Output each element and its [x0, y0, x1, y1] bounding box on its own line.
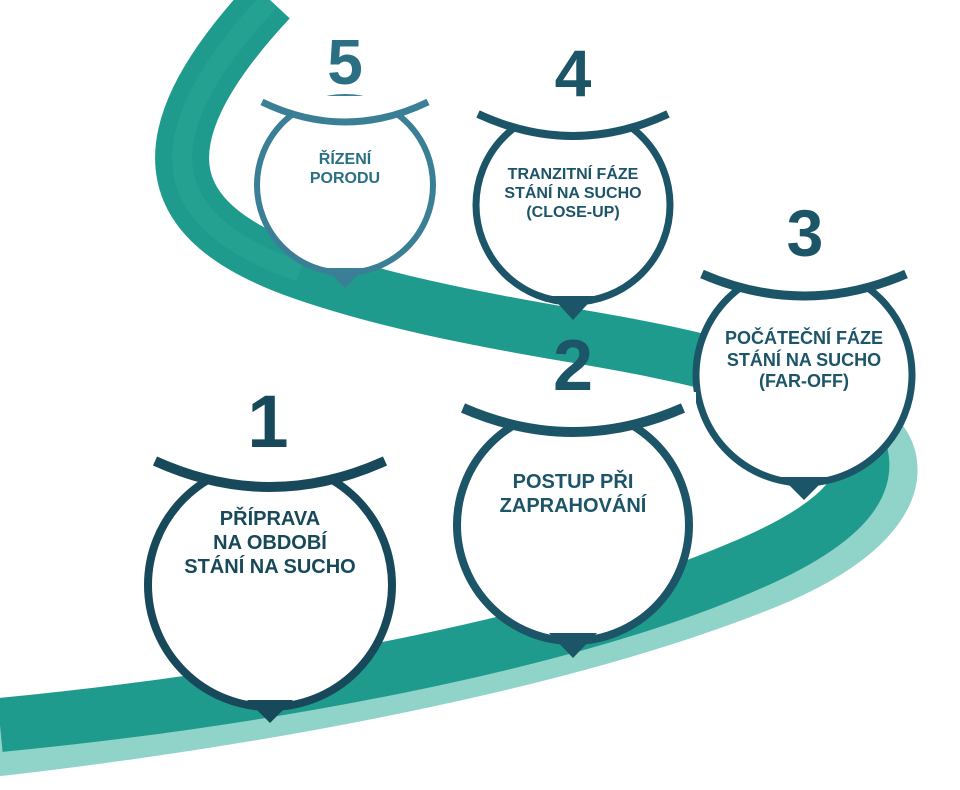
step-2-label: POSTUP PŘI ZAPRAHOVÁNÍ — [463, 470, 683, 518]
step-4-label-line: (CLOSE-UP) — [526, 204, 620, 222]
step-2-number: 2 — [552, 326, 594, 406]
step-4: 4 TRANZITNÍ FÁZE STÁNÍ NA SUCHO (CLOSE-U… — [468, 40, 678, 330]
step-5-number: 5 — [327, 26, 363, 98]
step-2-label-line: ZAPRAHOVÁNÍ — [499, 495, 647, 517]
step-3: 3 POČÁTEČNÍ FÁZE STÁNÍ NA SUCHO (FAR-OFF… — [688, 200, 920, 510]
step-2-marker — [449, 392, 696, 658]
step-3-label-line: (FAR-OFF) — [759, 371, 849, 392]
step-3-label-line: POČÁTEČNÍ FÁZE — [724, 328, 883, 348]
step-4-label-line: STÁNÍ NA SUCHO — [504, 185, 642, 203]
step-1-label-line: STÁNÍ NA SUCHO — [184, 556, 356, 578]
step-4-label-line: TRANZITNÍ FÁZE — [507, 166, 639, 183]
step-5-label-line: ŘÍZENÍ — [318, 151, 372, 168]
step-5-marker — [254, 94, 436, 288]
step-1: 1 PŘÍPRAVA NA OBDOBÍ STÁNÍ NA SUCHO — [135, 385, 405, 725]
step-3-label-line: STÁNÍ NA SUCHO — [726, 349, 882, 370]
step-4-number: 4 — [554, 36, 592, 110]
step-3-label: POČÁTEČNÍ FÁZE STÁNÍ NA SUCHO (FAR-OFF) — [696, 328, 912, 393]
step-1-label: PŘÍPRAVA NA OBDOBÍ STÁNÍ NA SUCHO — [145, 507, 395, 579]
step-1-label-line: PŘÍPRAVA — [219, 508, 321, 530]
step-1-marker — [139, 445, 401, 723]
step-3-marker — [692, 260, 916, 500]
step-2: 2 POSTUP PŘI ZAPRAHOVÁNÍ — [445, 330, 700, 660]
step-5: 5 ŘÍZENÍ PORODU — [250, 30, 440, 290]
step-5-label: ŘÍZENÍ PORODU — [260, 150, 430, 188]
step-1-label-line: NA OBDOBÍ — [213, 532, 327, 554]
step-4-marker — [472, 102, 674, 320]
step-3-number: 3 — [786, 196, 824, 270]
step-1-number: 1 — [247, 380, 289, 463]
step-4-label: TRANZITNÍ FÁZE STÁNÍ NA SUCHO (CLOSE-UP) — [478, 165, 668, 223]
step-5-label-line: PORODU — [309, 170, 381, 188]
step-2-label-line: POSTUP PŘI — [512, 471, 634, 493]
road-highlight — [172, 0, 304, 282]
